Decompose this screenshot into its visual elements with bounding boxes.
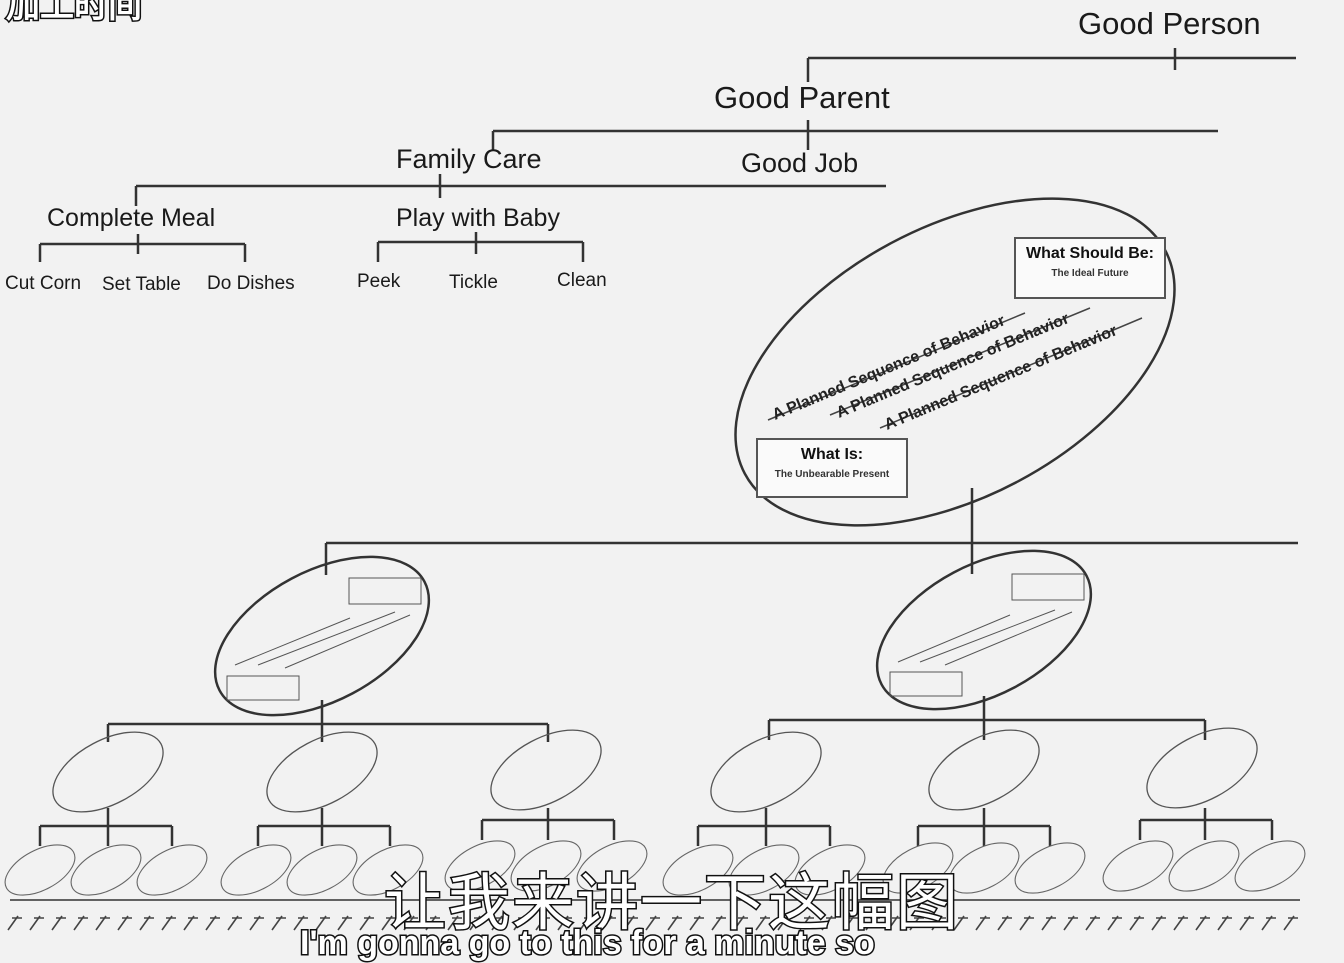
video-subtitle: 让我来讲一下这幅图 — [382, 865, 960, 941]
leaf-mark — [117, 915, 132, 931]
leaf-mark — [183, 915, 198, 931]
leaf-mark — [1129, 915, 1144, 931]
leaf-mark — [271, 915, 286, 931]
leaf-mark — [1173, 915, 1188, 931]
leaf-mark — [337, 915, 352, 931]
leaf-mark — [623, 915, 638, 931]
node-good-parent: Good Parent — [714, 80, 890, 115]
what-is-box: What Is: The Unbearable Present — [756, 438, 908, 498]
corner-overlay-text: 加工时间 — [5, 0, 144, 28]
leaf-mark — [51, 915, 66, 931]
leaf-mark — [733, 915, 748, 931]
leaf-mark — [1019, 915, 1034, 931]
leaf-mark — [865, 915, 880, 931]
leaf-mark — [975, 915, 990, 931]
node-family-care: Family Care — [396, 144, 542, 174]
leaf-mark — [491, 915, 506, 931]
leaf-mark — [535, 915, 550, 931]
bottom-caption: I'm gonna go to this for a minute so — [299, 923, 877, 963]
leaf-mark — [1261, 915, 1276, 931]
leaf-mark — [381, 915, 396, 931]
leaf-mark — [249, 915, 264, 931]
leaf-mark — [315, 915, 330, 931]
leaf-mark — [73, 915, 88, 931]
leaf-mark — [777, 915, 792, 931]
leaf-mark — [799, 915, 814, 931]
node-peek: Peek — [357, 271, 401, 292]
what-should-be-box: What Should Be: The Ideal Future — [1014, 237, 1166, 299]
leaf-mark — [513, 915, 528, 931]
diagram-lines — [4, 48, 1306, 931]
hierarchy-diagram: Good Person Good Parent Family Care Good… — [4, 0, 1306, 963]
leaf-mark — [227, 915, 242, 931]
leaf-mark — [1195, 915, 1210, 931]
node-tickle: Tickle — [449, 272, 498, 293]
what-should-be-subtitle: The Ideal Future — [1051, 268, 1129, 279]
leaf-mark — [1041, 915, 1056, 931]
leaf-mark — [161, 915, 176, 931]
leaf-mark — [447, 915, 462, 931]
leaf-mark — [909, 915, 924, 931]
node-play-with-baby: Play with Baby — [396, 204, 560, 232]
leaf-mark — [645, 915, 660, 931]
leaf-mark — [1151, 915, 1166, 931]
leaf-mark — [469, 915, 484, 931]
leaf-mark — [1063, 915, 1078, 931]
leaf-mark — [1217, 915, 1232, 931]
leaf-mark — [601, 915, 616, 931]
leaf-mark — [997, 915, 1012, 931]
leaf-mark — [293, 915, 308, 931]
leaf-mark — [953, 915, 968, 931]
leaf-mark — [7, 915, 22, 931]
leaf-mark — [29, 915, 44, 931]
leaf-mark — [403, 915, 418, 931]
what-should-be-title: What Should Be: — [1026, 245, 1154, 262]
what-is-title: What Is: — [800, 446, 864, 463]
leaf-mark — [1283, 915, 1298, 931]
leaf-mark — [887, 915, 902, 931]
node-complete-meal: Complete Meal — [47, 204, 216, 232]
leaf-mark — [931, 915, 946, 931]
leaf-mark — [359, 915, 374, 931]
leaf-mark — [755, 915, 770, 931]
leaf-mark — [579, 915, 594, 931]
leaf-mark — [843, 915, 858, 931]
leaf-mark — [95, 915, 110, 931]
leaf-mark — [1239, 915, 1254, 931]
leaf-mark — [689, 915, 704, 931]
leaf-mark — [1085, 915, 1100, 931]
node-cut-corn: Cut Corn — [5, 273, 82, 294]
leaf-mark — [667, 915, 682, 931]
leaf-mark — [139, 915, 154, 931]
leaf-mark — [1107, 915, 1122, 931]
node-good-job: Good Job — [741, 148, 859, 178]
leaf-mark — [711, 915, 726, 931]
node-good-person: Good Person — [1078, 6, 1261, 41]
leaf-mark — [821, 915, 836, 931]
node-set-table: Set Table — [102, 274, 181, 295]
leaf-mark — [205, 915, 220, 931]
node-do-dishes: Do Dishes — [207, 273, 295, 294]
leaf-mark — [557, 915, 572, 931]
what-is-subtitle: The Unbearable Present — [774, 469, 890, 480]
node-clean: Clean — [557, 270, 607, 291]
leaf-mark — [425, 915, 440, 931]
